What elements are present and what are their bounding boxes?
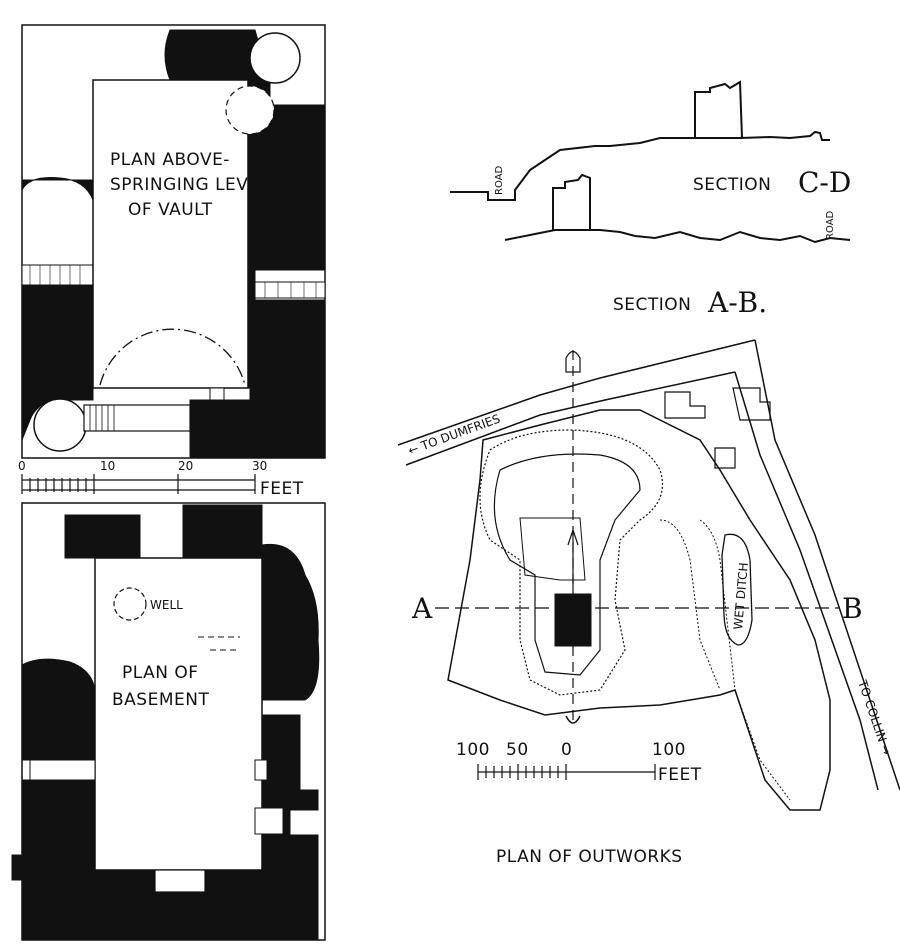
section-ab-label-letters: A-B. [707,286,767,319]
basement-label-2: BASEMENT [112,690,209,710]
point-b-label: B [842,592,863,625]
outworks-scale-bar: 100 50 0 100 FEET [456,740,702,785]
upper-plan-label-2: SPRINGING LEVEL [110,175,270,195]
basement-masonry-east [261,543,320,701]
road-collin-label: TO COLLIN → [855,677,894,756]
wet-ditch-label: WET DITCH [731,562,751,630]
outworks-scale-tick-50: 50 [506,740,529,760]
outworks-scale-tick-100-right: 100 [652,740,686,760]
upper-scale-tick-20: 20 [178,459,193,473]
section-ab-ground-profile [504,229,851,244]
basement-plan: WELL PLAN OF BASEMENT [11,502,326,941]
stair-turret-sw [33,398,87,452]
well-circle [113,587,147,621]
section-ab-label-prefix: SECTION [613,295,691,315]
outworks-plan: ← TO DUMFRIES TO COLLIN → WET DITCH A B [397,339,900,867]
point-a-label: A [411,592,433,625]
section-cd-label-prefix: SECTION [693,175,771,195]
section-ab: ROAD SECTION A-B. [504,173,851,319]
outworks-title: PLAN OF OUTWORKS [496,847,683,867]
basement-masonry-west [21,658,96,761]
upper-plan: PLAN ABOVE- SPRINGING LEVEL OF VAULT [21,24,326,459]
section-cd-tower [694,80,743,139]
section-marker-c [565,350,581,373]
basement-masonry-nw [64,514,141,559]
outworks-inner-court [519,517,586,581]
outworks-scale-tick-100-left: 100 [456,740,490,760]
outworks-building-1 [664,391,706,419]
vault-arc [99,328,246,386]
section-cd-road-label: ROAD [494,166,505,195]
outworks-scale-unit: FEET [658,765,702,785]
upper-plan-window-east [254,281,326,299]
road-to-collin [734,339,900,791]
outworks-enclosure [447,409,831,811]
basement-masonry-ne [182,504,263,559]
upper-scale-unit: FEET [260,479,304,499]
upper-plan-label-1: PLAN ABOVE- [110,150,230,170]
stair-turret-ne [249,32,301,84]
upper-scale-tick-10: 10 [100,459,115,473]
section-ab-tower [552,173,591,230]
upper-plan-stair [83,404,191,432]
section-cd-label-letters: C-D [798,166,851,199]
upper-scale-tick-0: 0 [18,459,26,473]
upper-plan-masonry-bottom [189,399,326,459]
upper-plan-masonry-left [21,284,94,441]
road-to-dumfries [397,339,756,466]
outworks-building-2 [732,387,771,421]
section-ab-road-label: ROAD [825,211,836,240]
tower-house-footprint [554,593,592,647]
section-cd-ground-profile [450,130,830,201]
well-label: WELL [150,598,183,612]
section-cd: ROAD SECTION C-D [450,80,851,201]
upper-scale-tick-30: 30 [252,459,267,473]
wet-ditch [721,533,753,646]
upper-plan-window-west [21,264,94,286]
upper-scale-bar: 0 10 20 30 FEET [18,459,304,499]
basement-label-1: PLAN OF [122,663,199,683]
stair-turret-ne-dashed [225,85,275,135]
section-marker-d [565,715,581,724]
basement-entrance [154,869,206,893]
outworks-earthwork-ring [479,429,664,696]
upper-plan-label-3: OF VAULT [128,200,213,220]
upper-plan-hall [92,79,249,389]
basement-masonry-sw [21,779,96,941]
basement-masonry-se [261,714,319,941]
outworks-scale-tick-0: 0 [561,740,572,760]
